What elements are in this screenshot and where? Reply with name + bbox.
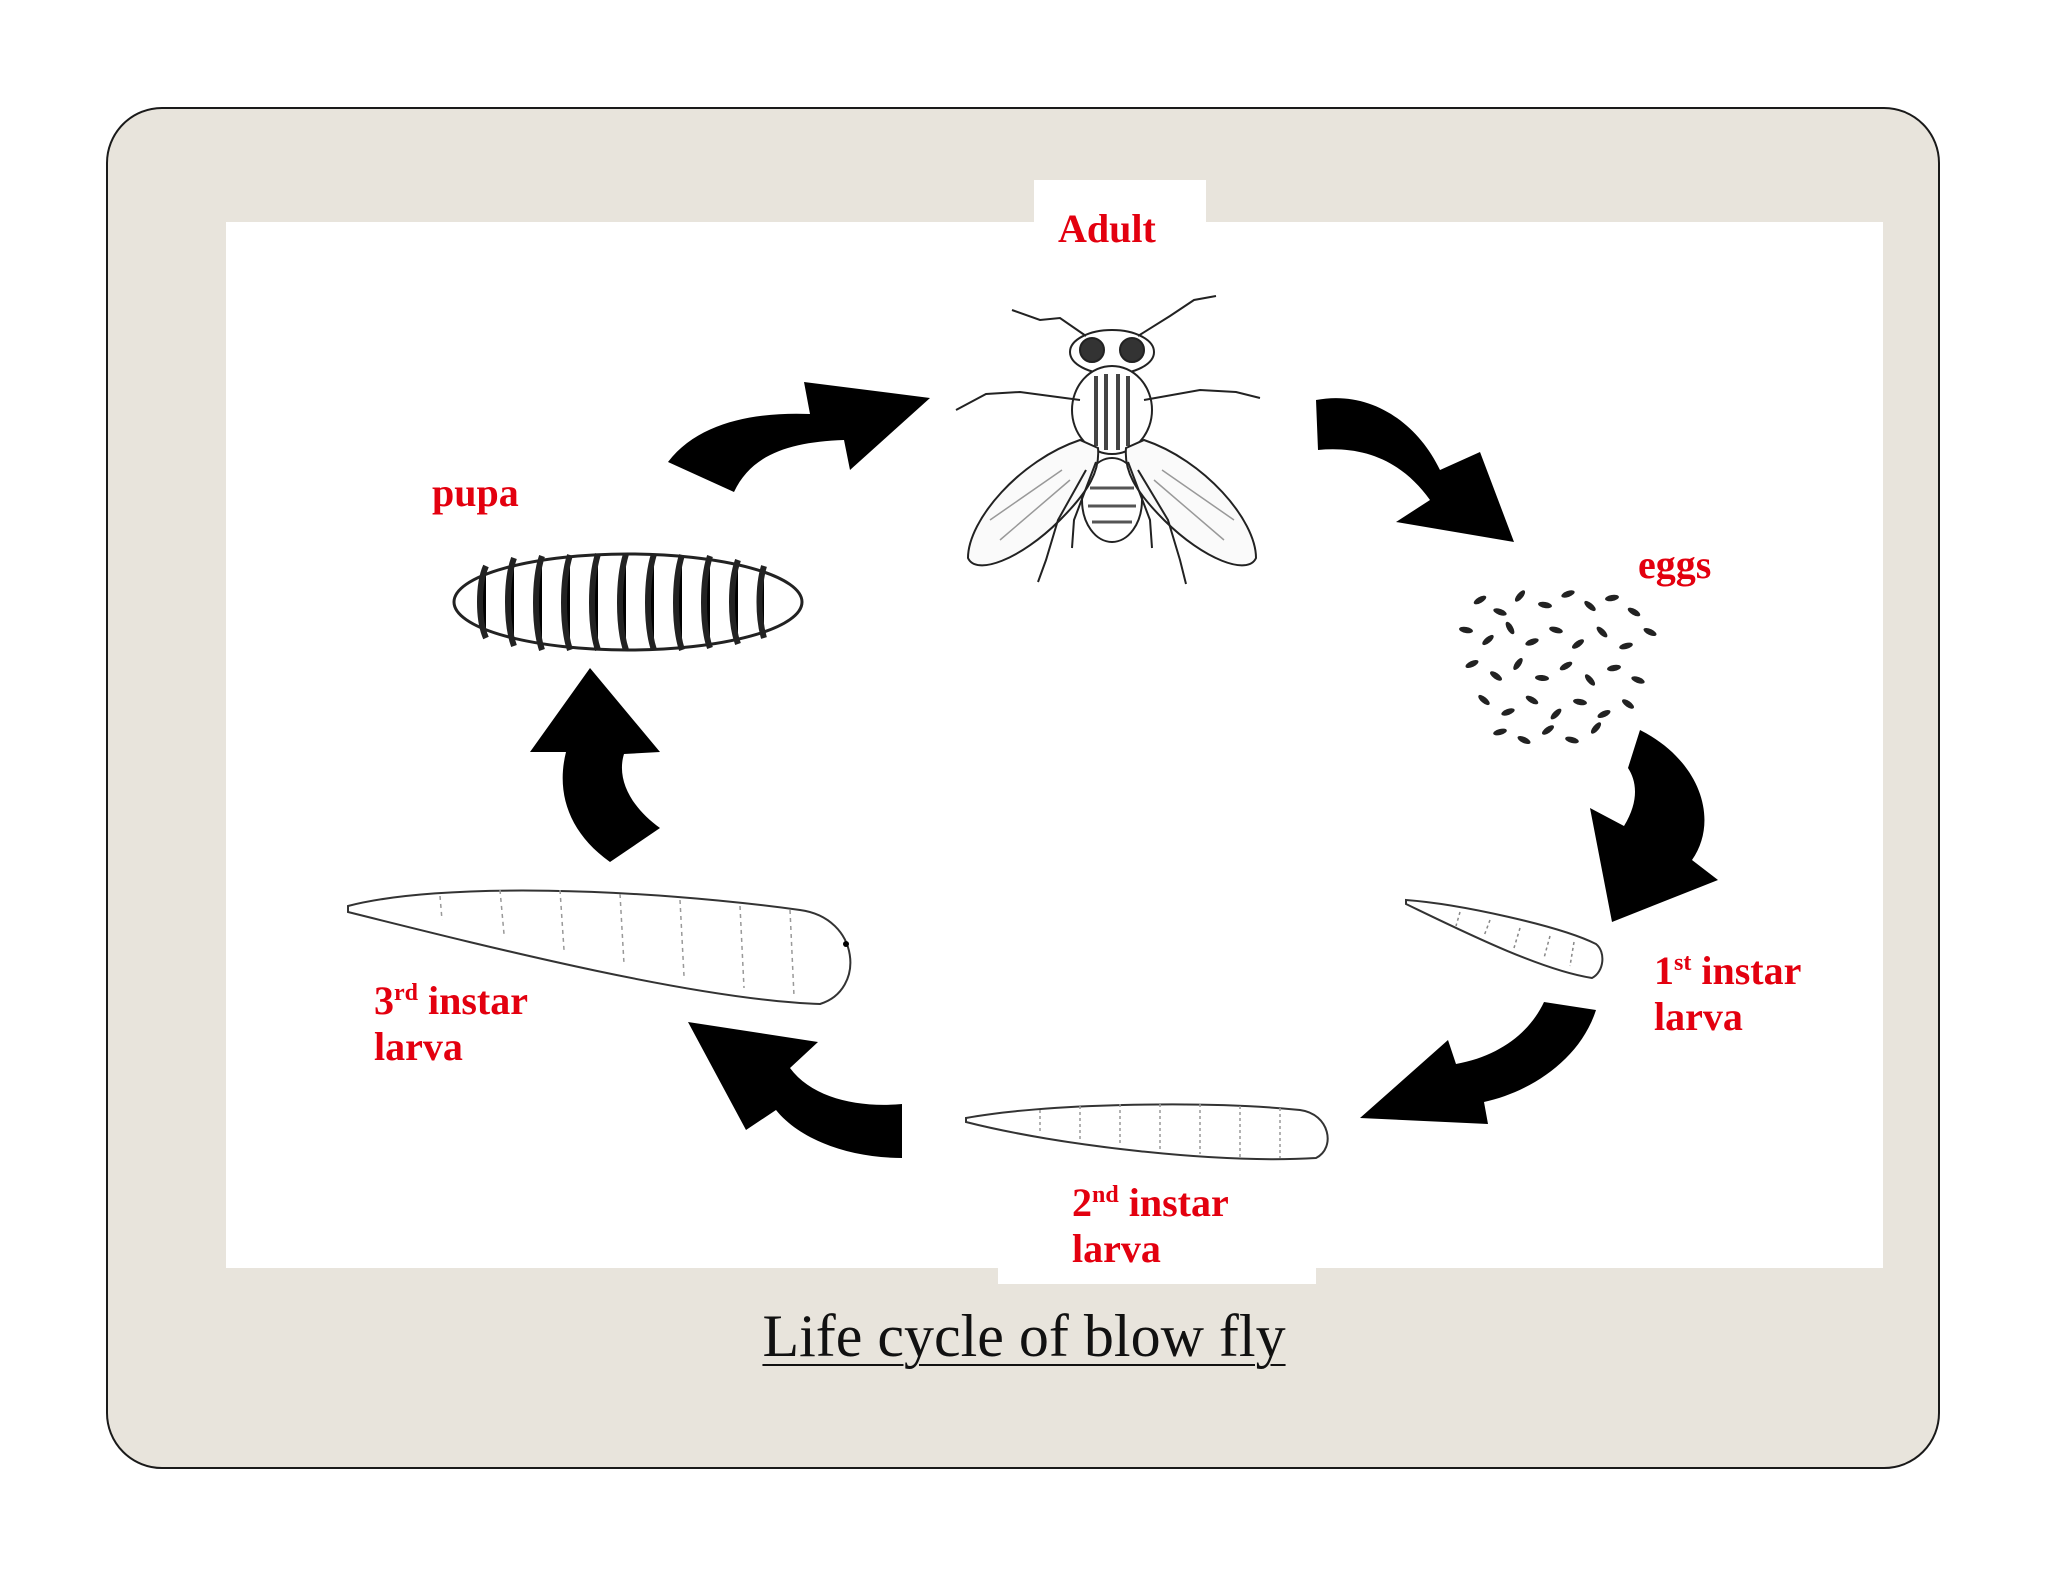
larva-icon <box>1405 898 1604 980</box>
eggs-label: eggs <box>1638 542 1712 587</box>
adult-label-tab <box>1034 180 1206 240</box>
larva-icon <box>965 1103 1329 1161</box>
caption-text: Life cycle of blow fly <box>762 1303 1286 1369</box>
third-instar-word: instar <box>428 978 528 1023</box>
cycle-arrow-icon <box>530 382 1718 1158</box>
second-instar-suffix: nd <box>1092 1182 1119 1208</box>
second-instar-label: 2nd instar larva <box>1072 1180 1229 1272</box>
second-instar-word: instar <box>1128 1180 1229 1225</box>
third-instar-suffix: rd <box>394 980 418 1006</box>
eggs-icon <box>1459 590 1657 745</box>
third-instar-number: 3 <box>374 978 394 1023</box>
first-instar-label: 1st instar larva <box>1654 948 1801 1040</box>
first-instar-number: 1 <box>1654 948 1674 993</box>
third-instar-larva: larva <box>374 1024 463 1069</box>
bottom-label-tab <box>998 1240 1316 1284</box>
diagram-caption: Life cycle of blow fly <box>0 1302 2048 1371</box>
pupa-label: pupa <box>432 470 519 515</box>
first-instar-larva: larva <box>1654 994 1743 1039</box>
larva-icon <box>347 889 852 1006</box>
fly-icon <box>955 295 1261 585</box>
first-instar-suffix: st <box>1674 950 1692 976</box>
third-instar-label: 3rd instar larva <box>374 978 528 1070</box>
second-instar-number: 2 <box>1072 1180 1092 1225</box>
first-instar-word: instar <box>1701 948 1802 993</box>
second-instar-larva: larva <box>1072 1226 1161 1271</box>
adult-label: Adult <box>1058 206 1156 251</box>
pupa-icon <box>452 552 804 652</box>
